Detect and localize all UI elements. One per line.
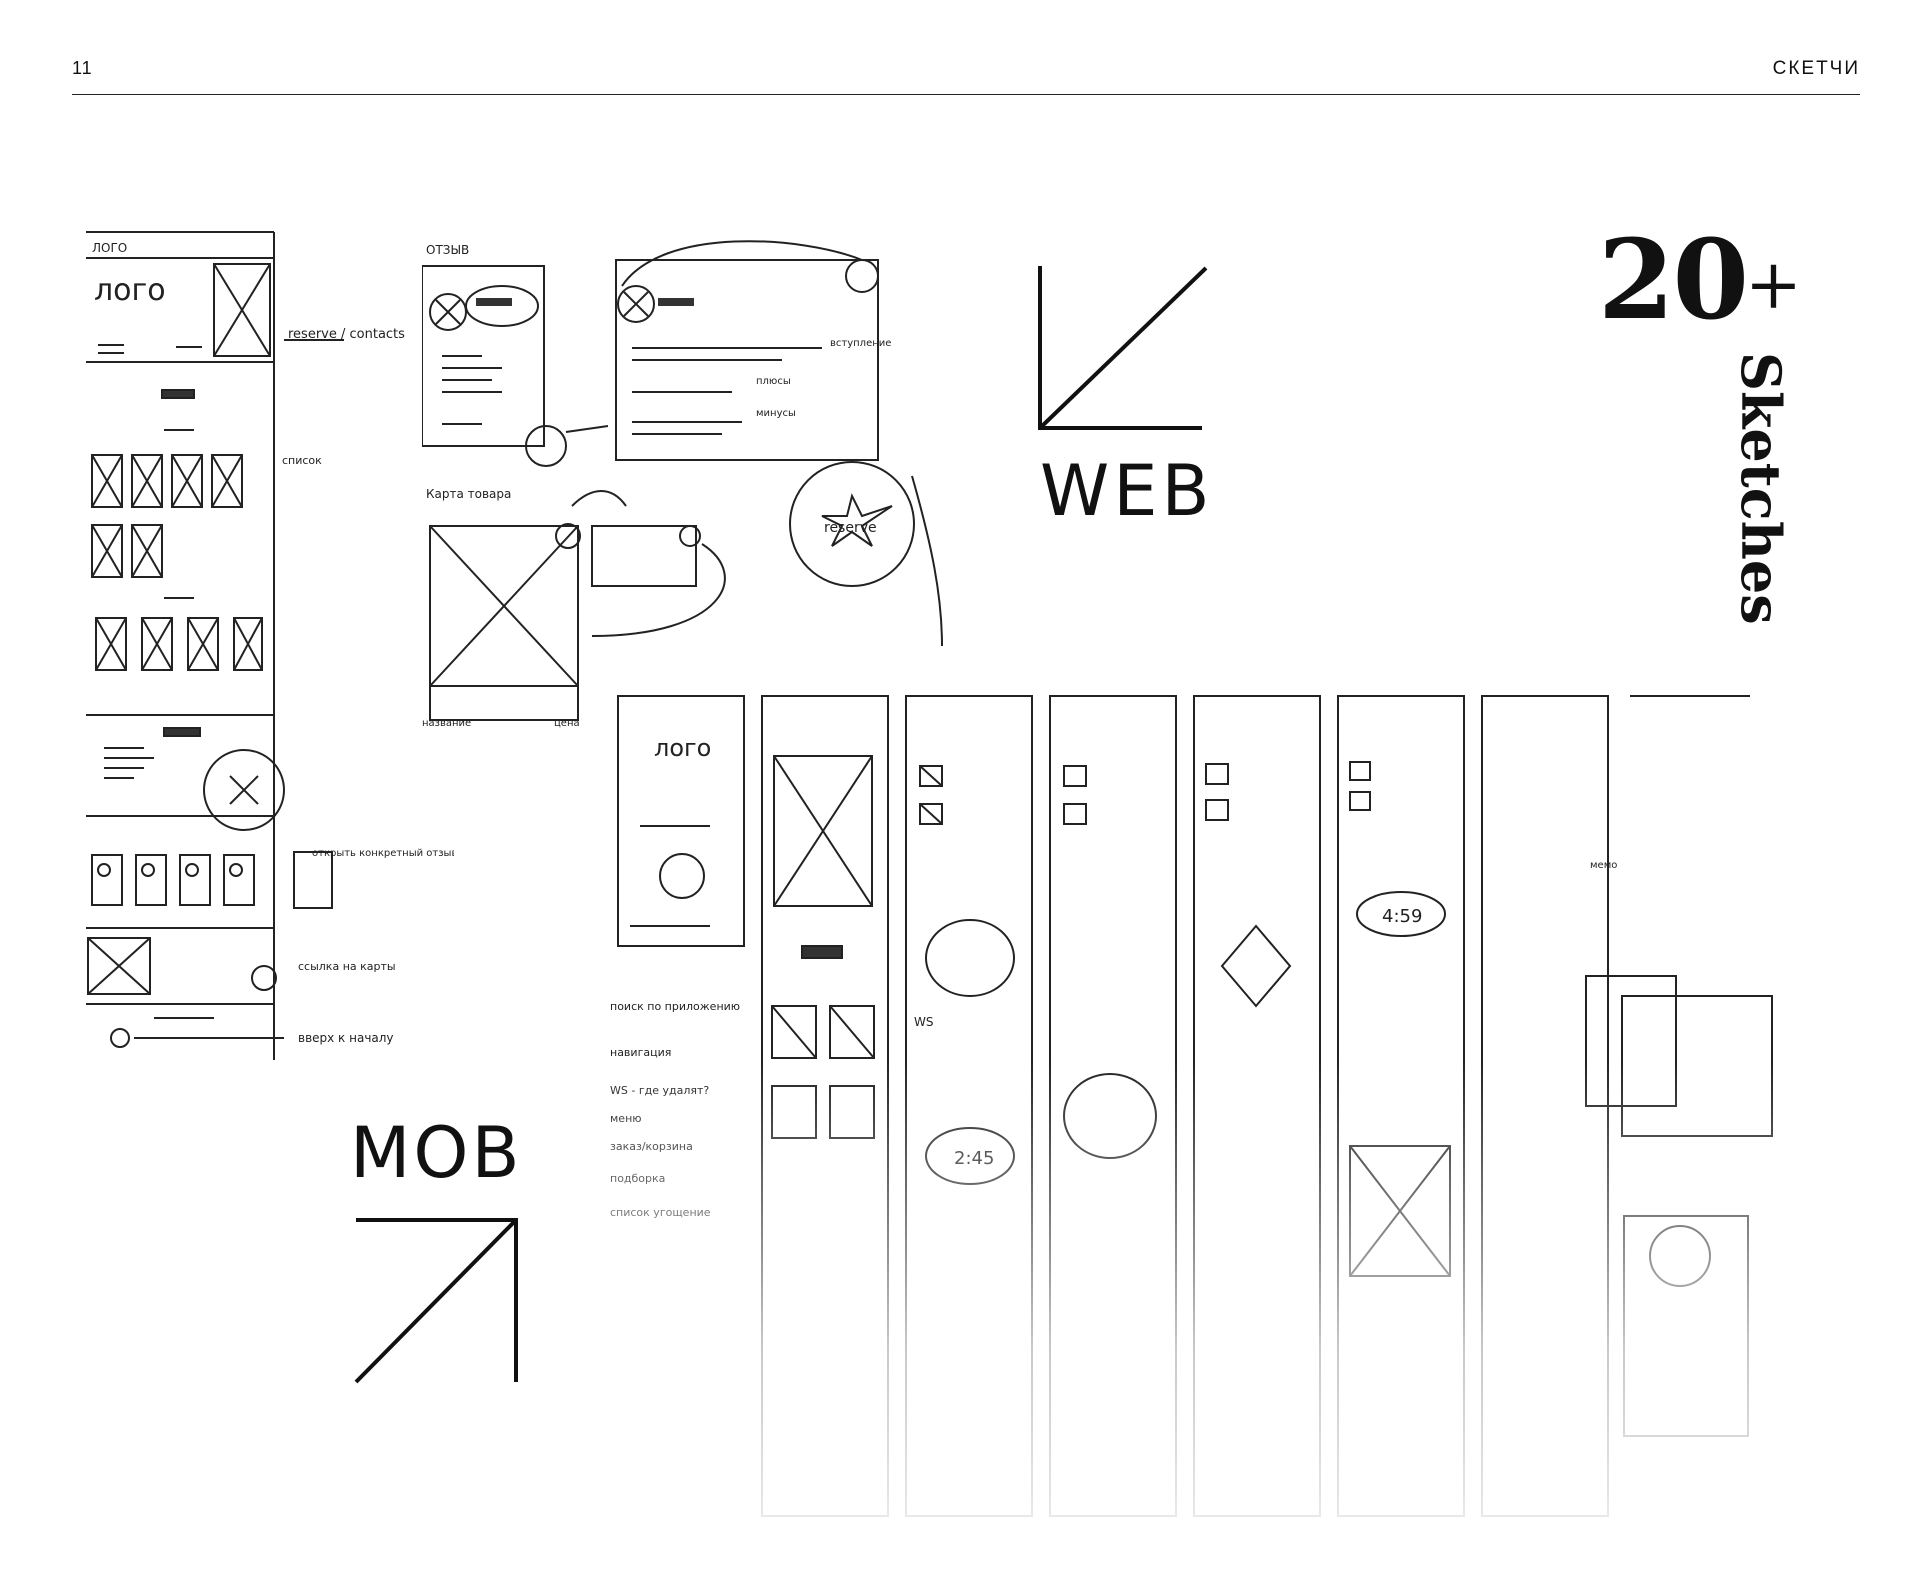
arrow-up-right-icon xyxy=(354,1218,518,1384)
sketch-pluses-note: плюсы xyxy=(756,376,791,387)
sketch-menu-note: меню xyxy=(610,1112,642,1125)
mob-label: MOB xyxy=(350,1112,523,1194)
sketch-logo-text: ЛОГО xyxy=(92,241,127,255)
sketch-mobile-logo: лого xyxy=(654,734,711,762)
sketch-search-note: поиск по приложению xyxy=(610,1000,740,1013)
sketch-memo-note: мемо xyxy=(1590,860,1617,871)
sketches-label: Sketches xyxy=(1729,352,1793,625)
sketch-ws-note: WS - где удалят? xyxy=(610,1084,709,1097)
section-title: СКЕТЧИ xyxy=(1772,58,1860,79)
mobile-screens-sketch: лого поиск по приложению навигация WS - … xyxy=(610,695,1773,1517)
sketch-ws-label: WS xyxy=(914,1015,933,1029)
sketch-timer-a: 2:45 xyxy=(954,1148,994,1169)
sketch-nav-note: навигация xyxy=(610,1046,671,1059)
sketch-book-note: подборка xyxy=(610,1172,665,1185)
review-card-sketch: ОТЗЫВ вступление плюсы минусы Карта това… xyxy=(422,240,943,729)
web-label: WEB xyxy=(1040,450,1214,532)
sketch-list-treat-note: список угощение xyxy=(610,1206,711,1219)
page-number: 11 xyxy=(72,58,93,78)
sketch-count: 20 xyxy=(1598,215,1749,344)
sketch-review-title: ОТЗЫВ xyxy=(426,243,469,257)
sketch-timer-b: 4:59 xyxy=(1382,906,1422,927)
arrow-down-left-icon xyxy=(1038,266,1208,430)
sketch-reserve-label: reserve xyxy=(824,520,877,536)
sketch-name-note: название xyxy=(422,718,471,729)
sketch-price-note: цена xyxy=(554,718,580,729)
sketch-minuses-note: минусы xyxy=(756,408,796,419)
sketch-open-review-note: открыть конкретный отзыв xyxy=(312,848,454,859)
sketch-map-note: ссылка на карты xyxy=(298,960,396,973)
sketch-up-note: вверх к началу xyxy=(298,1031,394,1045)
sketch-count-plus: + xyxy=(1745,246,1802,325)
sketch-logo-big-text: лого xyxy=(94,273,166,308)
page-header: 11 СКЕТЧИ xyxy=(72,54,1860,95)
sketch-order-note: заказ/корзина xyxy=(610,1140,693,1153)
sketch-reserve-note: reserve / contacts xyxy=(288,327,405,342)
web-wireframe-sketch: ЛОГО лого reserve / contacts список откр… xyxy=(86,231,454,1060)
sketch-intro-note: вступление xyxy=(830,338,891,349)
sketch-product-card-title: Карта товара xyxy=(426,487,511,501)
sketch-list-note: список xyxy=(282,454,322,467)
